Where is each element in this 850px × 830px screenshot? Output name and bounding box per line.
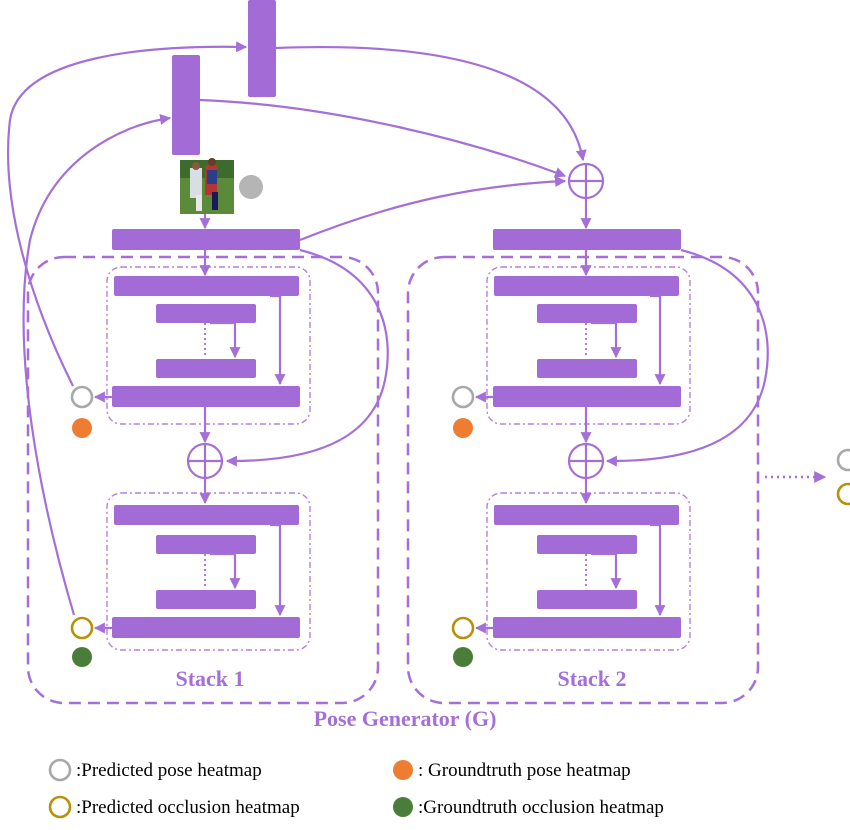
groundtruth-pose-dot — [72, 418, 92, 438]
legend-groundtruth-occlusion: :Groundtruth occlusion heatmap — [418, 797, 664, 818]
legend: :Predicted pose heatmap : Groundtruth po… — [48, 758, 664, 819]
stack-2-label: Stack 2 — [557, 666, 626, 691]
stack-2-top-bar — [493, 229, 681, 250]
stack-2-container — [406, 255, 760, 705]
stack-1-hg2-inner-top — [156, 535, 256, 554]
legend-predicted-pose-icon — [48, 758, 72, 782]
plus-circle-icon — [567, 162, 605, 200]
stack-1-hg1-inner-top — [156, 304, 256, 323]
stack-1-hg1-inner-bottom — [156, 359, 256, 378]
predicted-occlusion-circle — [451, 616, 475, 640]
plus-circle-icon — [567, 442, 605, 480]
stack-2-hg1-out-bar — [493, 386, 681, 407]
stack-2-hg2-inner-top — [537, 535, 637, 554]
predicted-pose-circle — [451, 385, 475, 409]
legend-groundtruth-pose: : Groundtruth pose heatmap — [418, 760, 631, 781]
groundtruth-pose-dot — [453, 418, 473, 438]
stack-1-hg2-inner-bottom — [156, 590, 256, 609]
predicted-occlusion-circle — [70, 616, 94, 640]
generator-label: Pose Generator (G) — [314, 706, 497, 731]
stack-1-hg1-out-bar — [112, 386, 300, 407]
stack-2-hg2-top-bar — [494, 505, 679, 525]
plus-circle-icon — [186, 442, 224, 480]
next-predicted-occlusion-circle — [836, 482, 850, 506]
legend-predicted-pose: :Predicted pose heatmap — [76, 760, 262, 781]
stack-2-hg2-out-bar — [493, 617, 681, 638]
stack-1-hg2-top-bar — [114, 505, 299, 525]
top-block-short — [172, 55, 200, 155]
stack-2-hourglass-2 — [486, 492, 691, 651]
groundtruth-occlusion-dot — [453, 647, 473, 667]
stack-1-hg1-top-bar — [114, 276, 299, 296]
stack-1-container — [26, 255, 380, 705]
stack-1-hg2-out-bar — [112, 617, 300, 638]
input-dot — [239, 175, 263, 199]
legend-groundtruth-occlusion-icon — [393, 797, 413, 817]
stack-2-hg1-inner-top — [537, 304, 637, 323]
stack-2-hg2-inner-bottom — [537, 590, 637, 609]
stack-1-label: Stack 1 — [175, 666, 244, 691]
legend-groundtruth-pose-icon — [393, 760, 413, 780]
legend-predicted-occlusion: :Predicted occlusion heatmap — [76, 797, 300, 818]
predicted-pose-circle — [70, 385, 94, 409]
input-image — [180, 158, 234, 214]
stack-2-hg1-top-bar — [494, 276, 679, 296]
stack-1-top-bar — [112, 229, 300, 250]
top-block-tall — [248, 0, 276, 97]
stack-1-hourglass-2 — [106, 492, 311, 651]
next-predicted-pose-circle — [836, 448, 850, 472]
legend-predicted-occlusion-icon — [48, 795, 72, 819]
stack-2-hg1-inner-bottom — [537, 359, 637, 378]
groundtruth-occlusion-dot — [72, 647, 92, 667]
